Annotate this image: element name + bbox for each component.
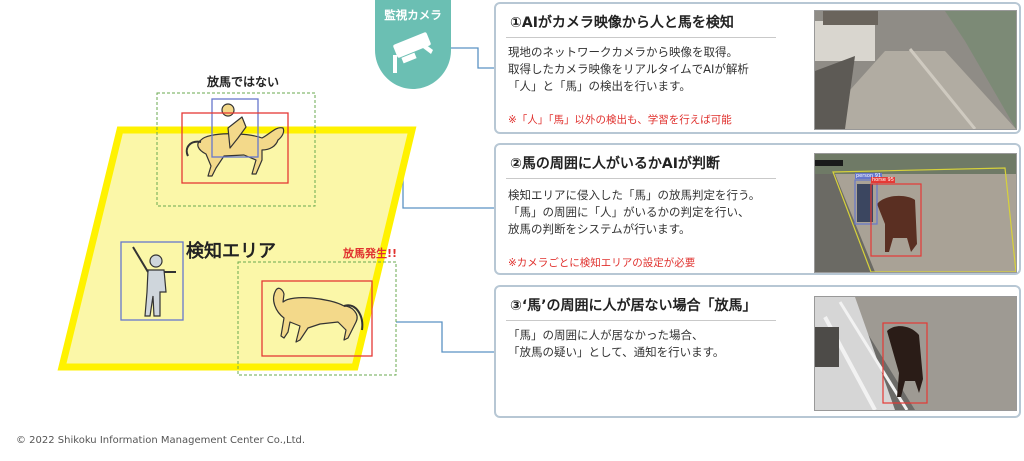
connector-camera-to-step1: [446, 47, 496, 69]
step-1-body: 現地のネットワークカメラから映像を取得。 取得したカメラ映像をリアルタイムでAI…: [508, 44, 749, 95]
security-camera-icon: [375, 0, 451, 89]
camera-photo-3: [814, 296, 1017, 411]
step-card-3: ③‘馬’の周囲に人が居ない場合「放馬」 「馬」の周囲に人が居なかった場合、 「放…: [494, 285, 1021, 418]
step-1-body-line: 「人」と「馬」の検出を行います。: [508, 79, 691, 93]
step-2-body: 検知エリアに侵入した「馬」の放馬判定を行う。 「馬」の周囲に「人」がいるかの判定…: [508, 187, 760, 238]
connector-horse-to-step3: [396, 321, 496, 353]
photo-2-tag-horse: horse 95: [871, 177, 895, 183]
step-card-2: ②馬の周囲に人がいるかAIが判断 検知エリアに侵入した「馬」の放馬判定を行う。 …: [494, 143, 1021, 275]
step-1-divider: [506, 37, 776, 38]
step-2-note: ※カメラごとに検知エリアの設定が必要: [508, 257, 696, 269]
step-1-body-line: 現地のネットワークカメラから映像を取得。: [508, 45, 738, 59]
camera-badge-label: 監視カメラ: [384, 8, 442, 22]
step-3-title: ③‘馬’の周囲に人が居ない場合「放馬」: [510, 298, 757, 314]
step-1-title: ①AIがカメラ映像から人と馬を検知: [510, 15, 734, 31]
step-2-body-line: 「馬」の周囲に「人」がいるかの判定を行い、: [508, 205, 750, 219]
bbox-jockey-person: [211, 98, 259, 158]
dashed-box-loose-horse: [237, 261, 397, 376]
camera-photo-1: [814, 10, 1017, 130]
detection-area-label: 検知エリア: [186, 241, 276, 262]
step-card-1: ①AIがカメラ映像から人と馬を検知 現地のネットワークカメラから映像を取得。 取…: [494, 2, 1021, 134]
step-3-body-line: 「馬」の周囲に人が居なかった場合、: [508, 328, 704, 342]
not-loose-label: 放馬ではない: [207, 75, 280, 89]
dashed-box-jockey: [156, 92, 316, 207]
step-2-title: ②馬の周囲に人がいるかAIが判断: [510, 156, 720, 172]
step-3-body: 「馬」の周囲に人が居なかった場合、 「放馬の疑い」として、通知を行います。: [508, 327, 724, 361]
step-1-note: ※「人」「馬」以外の検出も、学習を行えば可能: [508, 114, 732, 126]
step-3-body-line: 「放馬の疑い」として、通知を行います。: [508, 345, 725, 359]
detection-diagram: [57, 47, 496, 376]
step-2-divider: [506, 178, 776, 179]
bbox-loose-horse: [261, 280, 373, 357]
camera-photo-2: person 91 horse 95: [814, 153, 1017, 273]
loose-alert-label: 放馬発生!!: [343, 247, 398, 260]
step-2-body-line: 放馬の判断をシステムが行います。: [508, 222, 691, 236]
photo-2-tag-person: person 91: [855, 173, 883, 179]
bbox-jockey-horse: [181, 112, 289, 184]
step-2-body-line: 検知エリアに侵入した「馬」の放馬判定を行う。: [508, 188, 761, 202]
person-with-flag-illustration: [132, 246, 176, 317]
step-1-body-line: 取得したカメラ映像をリアルタイムでAIが解析: [508, 62, 749, 76]
copyright-text: © 2022 Shikoku Information Management Ce…: [16, 435, 306, 446]
bbox-person: [120, 241, 184, 321]
camera-badge: 監視カメラ: [375, 0, 451, 89]
step-3-divider: [506, 320, 776, 321]
loose-horse-illustration: [272, 287, 364, 343]
